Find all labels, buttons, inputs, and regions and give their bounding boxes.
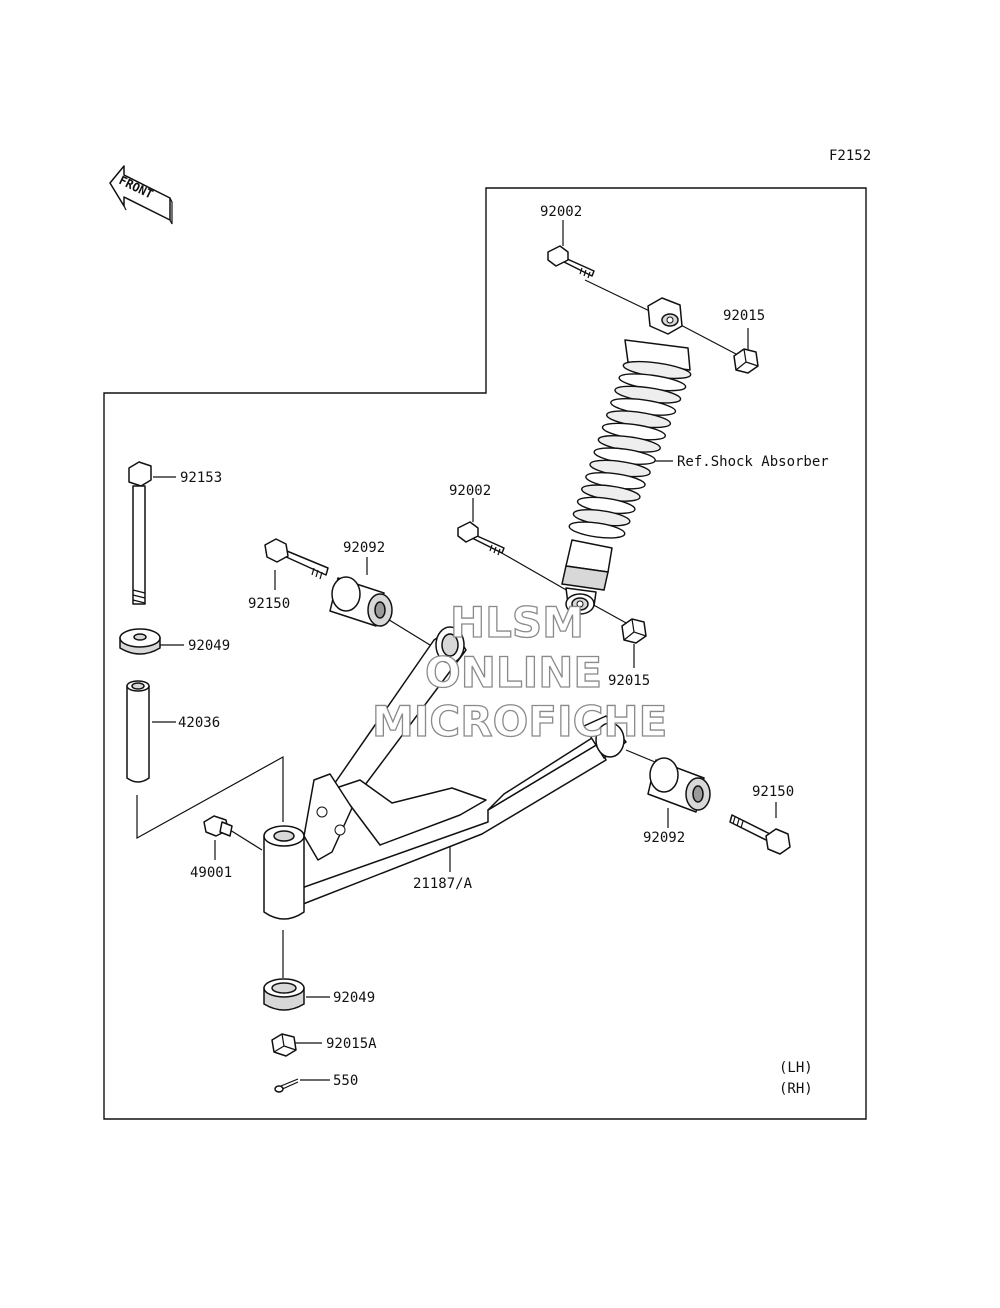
watermark-line-3: MICROFICHE: [372, 697, 667, 746]
label-bushing-92092-left: 92092: [343, 540, 385, 556]
label-bolt-92002-mid: 92002: [449, 483, 491, 499]
watermark-line-1: HLSM: [450, 598, 584, 647]
label-bolt-92153: 92153: [180, 470, 222, 486]
label-nut-92015a: 92015A: [326, 1036, 377, 1052]
bolt-92153: [128, 461, 152, 605]
figure-code: F2152: [829, 148, 871, 164]
diagram-frame: [103, 187, 867, 1120]
spring-coil: [568, 521, 626, 539]
label-bolt-92150-right: 92150: [752, 784, 794, 800]
bushing-92092-left: [329, 576, 393, 627]
washer-92049-top: [119, 628, 161, 655]
label-shock-ref: Ref.Shock Absorber: [677, 454, 829, 470]
bolt-92002-mid: [457, 521, 505, 556]
bolt-92150-right: [729, 814, 791, 855]
label-nut-92015-top: 92015: [723, 308, 765, 324]
grease-fitting-49001: [203, 815, 233, 837]
bolt-92002-top: [547, 245, 595, 279]
label-nut-92015-mid: 92015: [608, 673, 650, 689]
label-bolt-92002-top: 92002: [540, 204, 582, 220]
label-sleeve-42036: 42036: [178, 715, 220, 731]
label-washer-92049-top: 92049: [188, 638, 230, 654]
side-note-rh: (RH): [779, 1081, 813, 1097]
shock-absorber: [561, 297, 692, 615]
washer-92049-bottom: [263, 978, 305, 1011]
nut-92015-top: [733, 348, 759, 374]
nut-92015a: [271, 1033, 297, 1057]
leader-lines: [136, 220, 777, 1081]
label-a-arm-21187: 21187/A: [413, 876, 473, 892]
front-arrow-icon: FRONT: [109, 165, 173, 225]
label-washer-92049-bottom: 92049: [333, 990, 375, 1006]
bolt-92150-left: [264, 538, 329, 580]
cotter-pin-550: [274, 1078, 299, 1093]
label-cotter-pin-550: 550: [333, 1073, 358, 1089]
label-bolt-92150-left: 92150: [248, 596, 290, 612]
label-bushing-92092-right: 92092: [643, 830, 685, 846]
sleeve-42036: [126, 680, 150, 783]
label-grease-fitting-49001: 49001: [190, 865, 232, 881]
bushing-92092-right: [647, 757, 711, 813]
watermark-line-2: ONLINE: [425, 648, 602, 697]
nut-92015-mid: [621, 618, 647, 644]
a-arm-21187: [263, 626, 627, 920]
side-note-lh: (LH): [779, 1060, 813, 1076]
shock-spring: [568, 360, 692, 539]
